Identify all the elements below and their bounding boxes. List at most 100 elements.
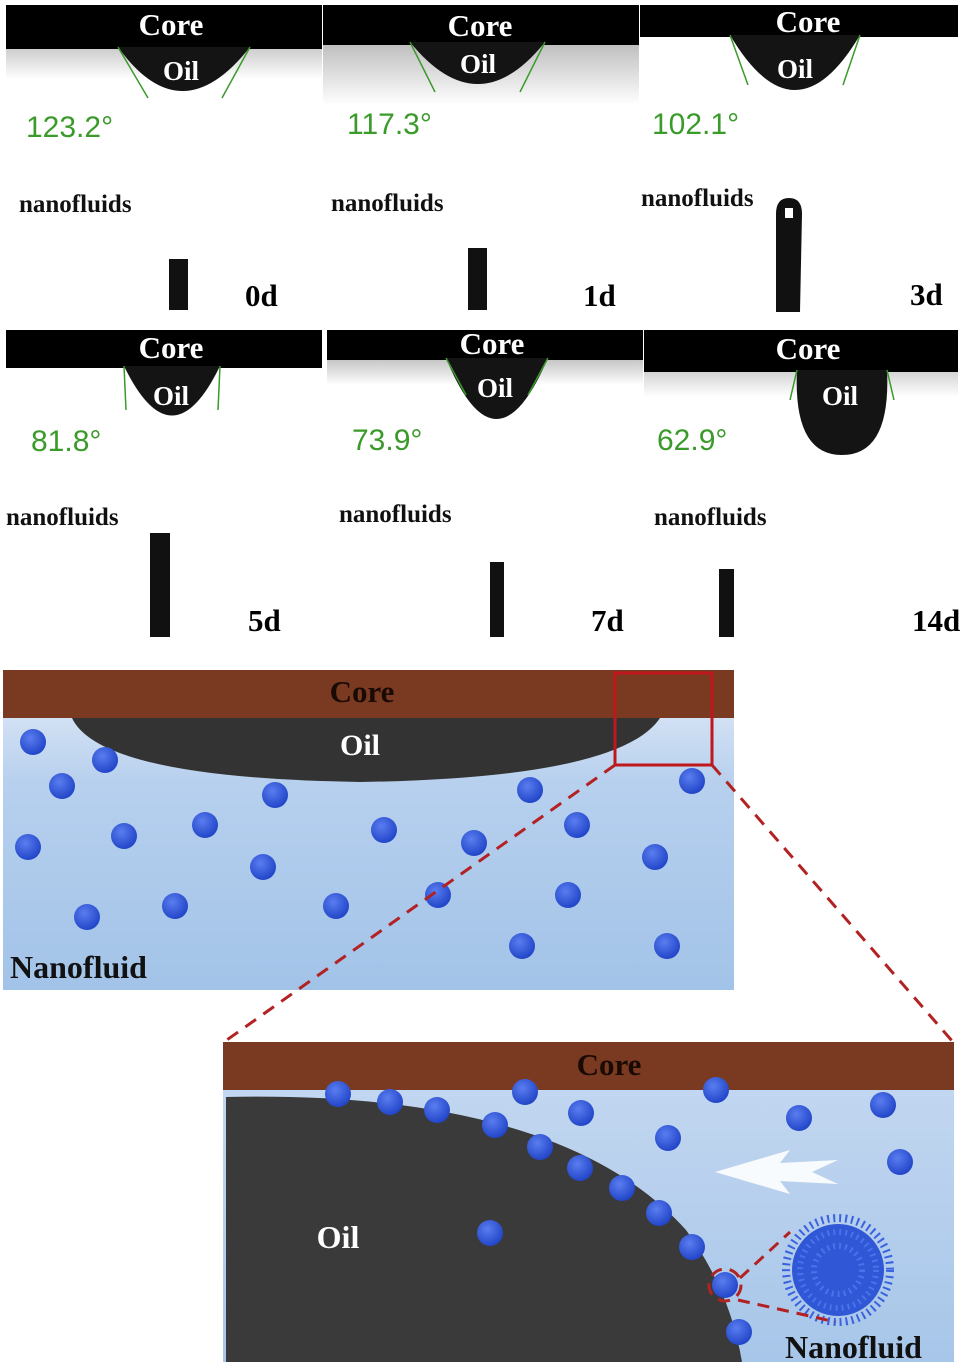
core-band [327, 330, 643, 360]
oil-layer [72, 718, 660, 782]
oil-label: Oil [153, 381, 190, 411]
day-label: 7d [591, 603, 624, 638]
nanoparticle [111, 823, 137, 849]
needle [150, 533, 170, 637]
tangent-line-left [445, 357, 467, 396]
oil-label: Oil [777, 54, 814, 84]
oil-label: Oil [317, 1219, 360, 1255]
panel-1d: Core Oil 117.3° nanofluids 1d [323, 5, 639, 313]
nanoparticle [646, 1200, 672, 1226]
nanoparticle [461, 830, 487, 856]
oil-label: Oil [822, 381, 859, 411]
nanofluids-label: nanofluids [654, 504, 767, 531]
day-label: 14d [912, 603, 960, 638]
nanoparticle [49, 773, 75, 799]
zoom-connectors [223, 763, 955, 1044]
panel-3d: Core Oil 102.1° nanofluids 3d [640, 4, 958, 312]
nanoparticle-core-texture [797, 1229, 879, 1311]
nanoparticle [887, 1149, 913, 1175]
oil-droplet [796, 370, 888, 455]
oil-label: Oil [340, 729, 380, 762]
nanoparticle [92, 747, 118, 773]
oil-droplet [118, 47, 250, 91]
needle-highlight [785, 208, 793, 218]
core-label: Core [776, 331, 841, 366]
tangent-line-left [409, 41, 436, 93]
tangent-line-left [117, 46, 149, 99]
zoom-view: Core Oil Nanofluid [223, 1042, 954, 1365]
nanofluids-label: nanofluids [339, 501, 452, 528]
nanoparticles [325, 1077, 913, 1345]
detail-connector-top [738, 1230, 792, 1280]
nanoparticle [870, 1092, 896, 1118]
nanoparticle [703, 1077, 729, 1103]
tangent-line-right [527, 357, 549, 396]
oil-droplet [124, 366, 220, 416]
nanoparticle [482, 1112, 508, 1138]
oil-label: Oil [163, 56, 200, 86]
schematic: Core Oil Nanofluid [3, 670, 734, 990]
day-label: 3d [910, 277, 943, 312]
nanoparticle [568, 1100, 594, 1126]
core-label: Core [448, 8, 513, 43]
nanofluids-label: nanofluids [19, 191, 132, 218]
core-label: Core [330, 674, 395, 709]
core-band [644, 330, 958, 372]
nanoparticle [642, 844, 668, 870]
nanoparticle [371, 817, 397, 843]
detail-selection-circle [707, 1267, 743, 1303]
nanoparticle [325, 1081, 351, 1107]
needle-with-drop [776, 198, 802, 312]
nanoparticle [512, 1079, 538, 1105]
tangent-line-right [519, 41, 546, 93]
core-label: Core [577, 1047, 642, 1082]
contact-angle: 102.1° [652, 108, 739, 141]
contact-angle: 117.3° [347, 108, 432, 141]
panel-5d: Core Oil 81.8° nanofluids 5d [6, 330, 322, 638]
zoom-connector-right [710, 764, 955, 1043]
nanoparticle-detail [782, 1214, 894, 1326]
nanoparticle [555, 882, 581, 908]
zoom-connector-left [223, 763, 616, 1044]
core-band [640, 5, 958, 37]
day-label: 1d [583, 278, 616, 313]
core-layer [3, 670, 734, 718]
arrow-left-icon [715, 1150, 838, 1194]
tangent-line-right [221, 46, 251, 99]
nanoparticle [20, 729, 46, 755]
contact-angle: 73.9° [352, 424, 422, 457]
nanofluid-label: Nanofluid [785, 1329, 922, 1365]
nanoparticle-enlarged [792, 1224, 884, 1316]
core-label: Core [139, 7, 204, 42]
nanofluids-label: nanofluids [641, 185, 754, 212]
nanoparticle [564, 812, 590, 838]
nanoparticle-spikes [782, 1214, 894, 1326]
nanoparticle [609, 1175, 635, 1201]
nanofluid-label: Nanofluid [10, 949, 147, 985]
needle [719, 569, 734, 637]
nanoparticle [250, 854, 276, 880]
nanoparticle [679, 768, 705, 794]
nanoparticle [712, 1272, 738, 1298]
detail-connector-bottom [737, 1298, 837, 1324]
tangent-line-left [789, 369, 798, 401]
nanoparticle [517, 777, 543, 803]
core-label: Core [776, 4, 841, 39]
tangent-line-left [123, 365, 127, 411]
oil-label: Oil [477, 373, 514, 403]
nanoparticle [162, 893, 188, 919]
nanoparticle [192, 812, 218, 838]
nanoparticle [509, 933, 535, 959]
nanoparticle [654, 933, 680, 959]
contact-angle: 62.9° [657, 424, 727, 457]
nanoparticle [726, 1319, 752, 1345]
core-band [6, 5, 322, 49]
nanoparticle [74, 904, 100, 930]
tangent-line-right [217, 365, 221, 411]
nanoparticle [323, 893, 349, 919]
nanoparticles [15, 729, 705, 959]
nanoparticle [262, 782, 288, 808]
nanofluids-label: nanofluids [331, 190, 444, 217]
zoom-selection-box [613, 671, 714, 767]
